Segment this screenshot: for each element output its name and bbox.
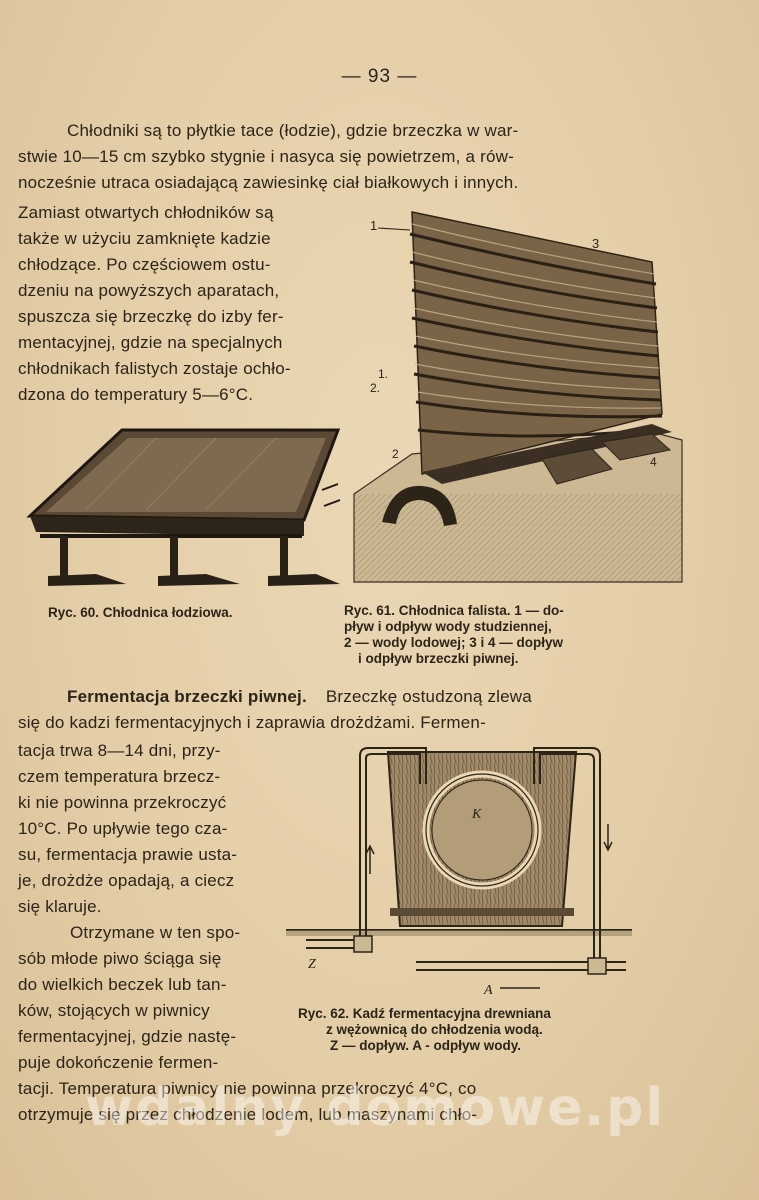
section-heading: Fermentacja brzeczki piwnej. [67,687,307,706]
left-col-line-3: chłodzące. Po częściowem ostu- [18,255,271,274]
fig62-label-k: K [471,807,482,822]
fig62-label-z: Z [308,957,316,972]
page-number: — 93 — [341,66,418,87]
watermark: wdalny domowe.pl [85,1078,666,1138]
fig62-caption-line-3: Z — dopływ. A - odpływ wody. [330,1038,521,1053]
section-first-line-rest: Brzeczkę ostudzoną zlewa [325,687,532,706]
fermentation-vat-illustration: K Z A [286,747,632,996]
tray-cooler-illustration [26,428,341,586]
fig61-label-1b: 1. [378,367,388,381]
left-col-line-6: mentacyjnej, gdzie na specjalnych [18,333,283,352]
final-line-1: tacji. Temperatura piwnicy nie powinna p… [18,1079,477,1098]
narrow-line-8: Otrzymane w ten spo- [70,923,241,942]
fig61-label-2b: 2 [392,447,399,461]
left-col-line-7: chłodnikach falistych zostaje ochło- [18,359,291,378]
final-line-2: otrzymuje się przez chłodzenie lodem, lu… [18,1105,478,1124]
section-line-2: się do kadzi fermentacyjnych i zaprawia … [18,713,486,732]
narrow-line-10: do wielkich beczek lub tan- [18,975,227,994]
corrugated-cooler-illustration: 1 3 1. 2. 2 4 [353,211,683,583]
narrow-line-9: sób młode piwo ściąga się [18,949,222,968]
left-col-line-1: Zamiast otwartych chłodników są [18,203,274,222]
narrow-line-7: się klaruje. [18,897,102,916]
fig61-label-3: 3 [592,236,599,251]
fig61-label-1: 1 [370,218,377,233]
fig61-label-2a: 2. [370,381,380,395]
fig61-caption-line-4: i odpływ brzeczki piwnej. [358,651,519,666]
intro-line-3: nocześnie utraca osiadającą zawiesinkę c… [18,173,519,192]
fig61-caption-line-1: Ryc. 61. Chłodnica falista. 1 — do- [344,603,564,618]
fig61-caption-line-3: 2 — wody lodowej; 3 i 4 — dopływ [344,635,564,650]
left-col-line-2: także w użyciu zamknięte kadzie [18,229,271,248]
fig62-caption-line-1: Ryc. 62. Kadź fermentacyjna drewniana [298,1006,551,1021]
narrow-line-4: 10°C. Po upływie tego cza- [18,819,228,838]
fig62-label-a: A [483,983,493,996]
fig61-caption-line-2: pływ i odpływ wody studziennej, [344,619,552,634]
left-col-line-4: dzeniu na powyższych aparatach, [18,281,280,300]
left-col-line-5: spuszcza się brzeczkę do izby fer- [18,307,284,326]
narrow-line-1: tacja trwa 8—14 dni, przy- [18,741,221,760]
fig60-caption: Ryc. 60. Chłodnica łodziowa. [48,605,233,620]
narrow-line-11: ków, stojących w piwnicy [18,1001,210,1020]
narrow-line-13: puje dokończenie fermen- [18,1053,219,1072]
fig62-caption-line-2: z wężownicą do chłodzenia wodą. [326,1022,543,1037]
narrow-line-3: ki nie powinna przekroczyć [18,793,227,812]
narrow-line-6: je, drożdże opadają, a ciecz [18,871,235,890]
intro-line-1: Chłodniki są to płytkie tace (łodzie), g… [67,121,519,140]
intro-line-2: stwie 10—15 cm szybko stygnie i nasyca s… [18,147,514,166]
section-first-line: Fermentacja brzeczki piwnej. Brzeczkę os… [67,684,532,710]
narrow-line-12: fermentacyjnej, gdzie nastę- [18,1027,237,1046]
narrow-line-2: czem temperatura brzecz- [18,767,221,786]
fig61-label-4: 4 [650,455,657,469]
left-col-line-8: dzona do temperatury 5—6°C. [18,385,254,404]
narrow-line-5: su, fermentacja prawie usta- [18,845,238,864]
